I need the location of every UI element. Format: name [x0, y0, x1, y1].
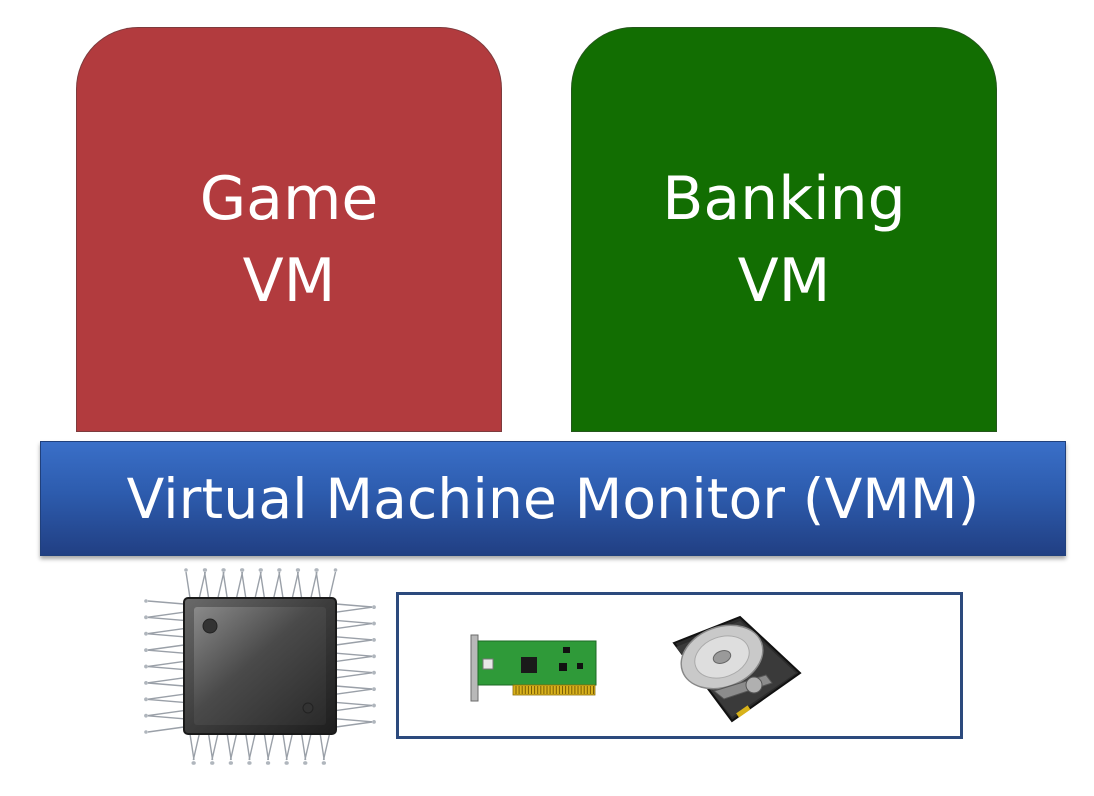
cpu-chip-icon [144, 568, 376, 765]
banking-vm-title: Banking [662, 163, 906, 234]
vmm-label: Virtual Machine Monitor (VMM) [126, 466, 980, 531]
hard-drive-icon [672, 615, 802, 723]
banking-vm-box: Banking VM [571, 27, 997, 432]
game-vm-subtitle: VM [242, 245, 336, 316]
game-vm-box: Game VM [76, 27, 502, 432]
vmm-layer: Virtual Machine Monitor (VMM) [40, 441, 1066, 556]
device-box [396, 592, 963, 739]
game-vm-title: Game [199, 163, 379, 234]
banking-vm-subtitle: VM [737, 245, 831, 316]
network-card-icon [470, 634, 597, 702]
